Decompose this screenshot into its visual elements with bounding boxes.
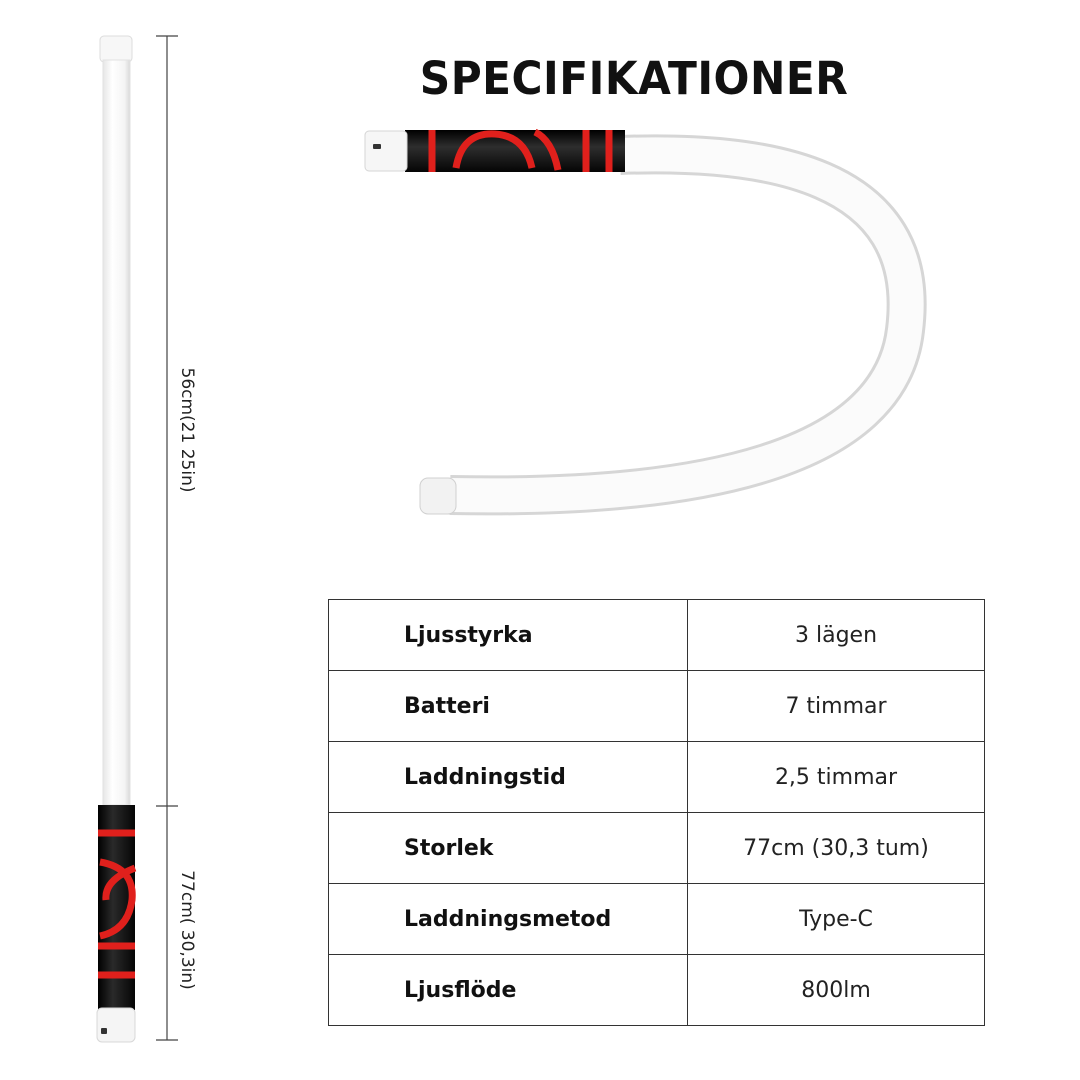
dimension-label-total: 77cm( 30,3in) <box>177 870 197 990</box>
stick-bottom-cap <box>96 1007 136 1043</box>
spec-key: Laddningsmetod <box>328 883 688 955</box>
dimension-lines <box>156 35 178 1041</box>
spec-value: 800lm <box>687 954 985 1026</box>
spec-key: Batteri <box>328 670 688 742</box>
specifications-table: Ljusstyrka 3 lägen Batteri 7 timmar Ladd… <box>328 599 985 1026</box>
stick-tube <box>102 59 131 806</box>
spec-key: Laddningstid <box>328 741 688 813</box>
table-row: Batteri 7 timmar <box>328 670 985 742</box>
table-row: Laddningsmetod Type-C <box>328 883 985 955</box>
stick-top-cap <box>99 35 133 63</box>
spec-value: 2,5 timmar <box>687 741 985 813</box>
table-row: Ljusstyrka 3 lägen <box>328 599 985 671</box>
grip-accent-stripes <box>98 829 137 979</box>
bent-usb-port-icon <box>373 144 381 149</box>
spec-value: 7 timmar <box>687 670 985 742</box>
bent-grip-accent-stripes <box>428 128 613 172</box>
spec-value: Type-C <box>687 883 985 955</box>
spec-key: Storlek <box>328 812 688 884</box>
table-row: Storlek 77cm (30,3 tum) <box>328 812 985 884</box>
dimension-label-upper: 56cm(21 25in) <box>177 367 197 493</box>
table-row: Laddningstid 2,5 timmar <box>328 741 985 813</box>
spec-value: 77cm (30,3 tum) <box>687 812 985 884</box>
bent-stick <box>364 128 927 516</box>
bent-end-cap <box>419 477 457 515</box>
straight-stick <box>96 35 137 1043</box>
spec-key: Ljusflöde <box>328 954 688 1026</box>
bent-tube <box>449 137 924 513</box>
table-row: Ljusflöde 800lm <box>328 954 985 1026</box>
usb-port-icon <box>101 1028 107 1034</box>
spec-value: 3 lägen <box>687 599 985 671</box>
bent-top-cap <box>364 130 408 172</box>
page-title: SPECIFIKATIONER <box>419 52 849 105</box>
spec-key: Ljusstyrka <box>328 599 688 671</box>
